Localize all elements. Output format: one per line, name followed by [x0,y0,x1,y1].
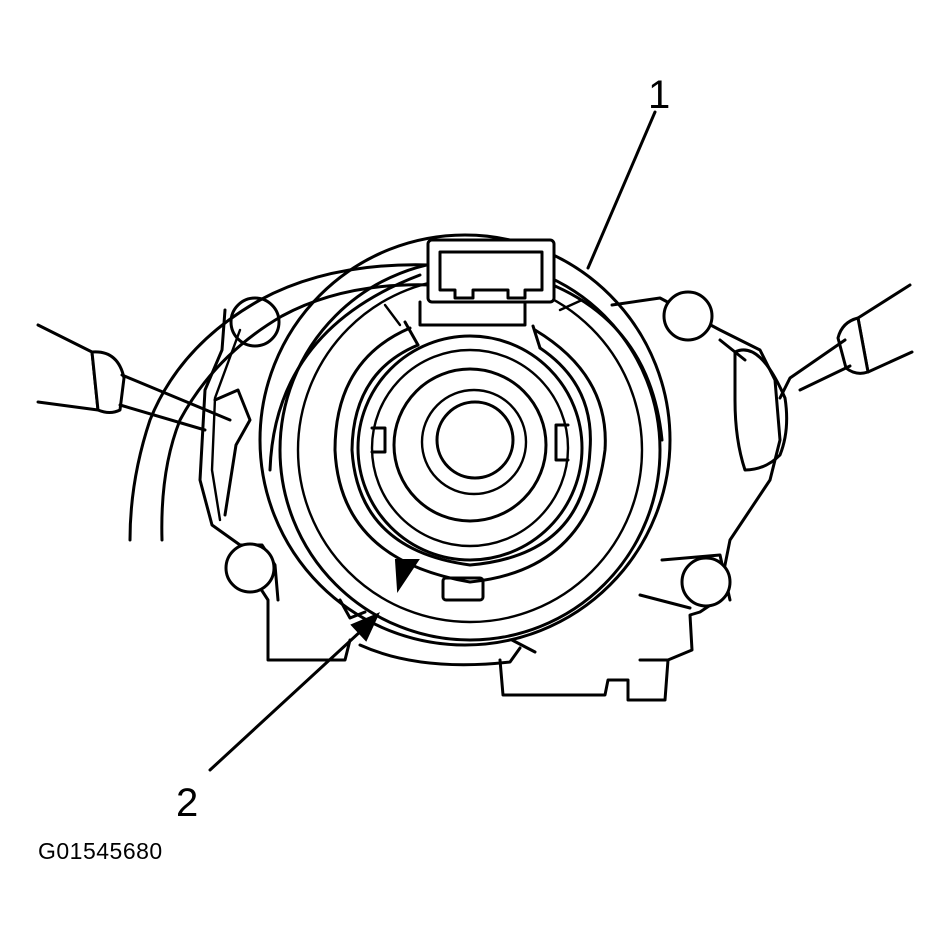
left-stalk-lever [36,323,232,432]
figure-id: G01545680 [38,838,163,864]
alignment-mark [394,559,420,594]
callout-2-label: 2 [176,781,198,825]
switch-housing [198,290,789,702]
callout-1-label: 1 [648,73,670,117]
right-stalk-lever [778,283,914,400]
callout-1-leader [586,110,657,270]
top-connector [418,238,556,327]
harness-wire [128,263,434,542]
callout-2-leader [208,612,380,772]
